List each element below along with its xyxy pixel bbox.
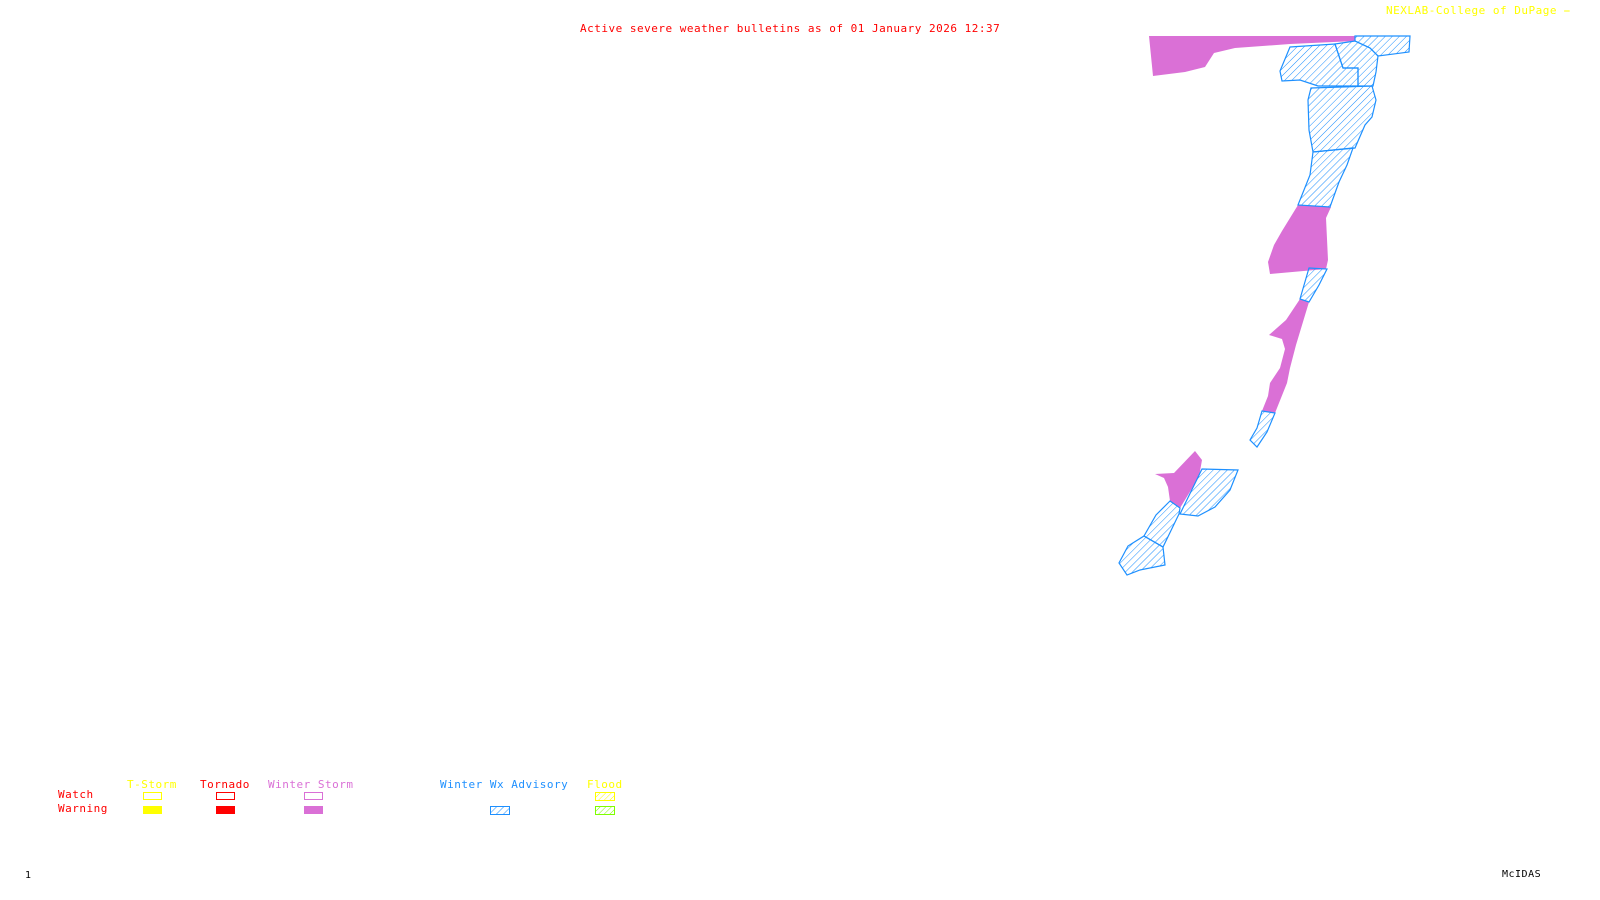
legend-winter-wx-advisory-label: Winter Wx Advisory [440, 778, 569, 791]
winter-wx-advisory-area [1307, 85, 1377, 153]
legend-tornado-watch-swatch [216, 792, 235, 800]
legend-tornado-label: Tornado [200, 778, 250, 791]
software-label: McIDAS [1502, 869, 1542, 880]
legend-flood-label: Flood [587, 778, 623, 791]
legend-winter-storm-warning-swatch [304, 806, 323, 814]
map-title: Active severe weather bulletins as of 01… [580, 22, 1001, 35]
credit-text: NEXLAB-College of DuPage [1386, 4, 1557, 17]
legend-tstorm-watch-swatch [143, 792, 162, 800]
legend-winter-storm-watch-swatch [304, 792, 323, 800]
winter-wx-advisory-area [1118, 535, 1166, 576]
legend-tstorm-label: T-Storm [127, 778, 177, 791]
frame-number: 1 [25, 870, 32, 881]
legend-winter-wx-advisory-swatch [490, 806, 510, 815]
legend-watch-label: Watch [58, 788, 94, 801]
legend-flood-watch-swatch [595, 792, 615, 801]
winter-wx-advisory-area [1334, 40, 1379, 87]
winter-storm-warning-area [1268, 205, 1331, 274]
legend-tstorm-warning-swatch [143, 806, 162, 814]
legend-winter-storm-label: Winter Storm [268, 778, 354, 791]
winter-storm-warning-area [1149, 36, 1355, 76]
winter-storm-warning-area [1155, 451, 1202, 508]
winter-storm-warning-area [1262, 299, 1309, 413]
credit-label: NEXLAB-College of DuPage ⎯ [1386, 4, 1570, 18]
legend-warning-label: Warning [58, 802, 108, 815]
winter-wx-advisory-area [1297, 147, 1354, 208]
winter-wx-advisory-area [1299, 267, 1328, 303]
logo-icon: ⎯ [1564, 4, 1571, 17]
winter-wx-advisory-area [1249, 410, 1276, 448]
winter-wx-advisory-area [1179, 468, 1239, 517]
legend-tornado-warning-swatch [216, 806, 235, 814]
legend-flood-warning-swatch [595, 806, 615, 815]
